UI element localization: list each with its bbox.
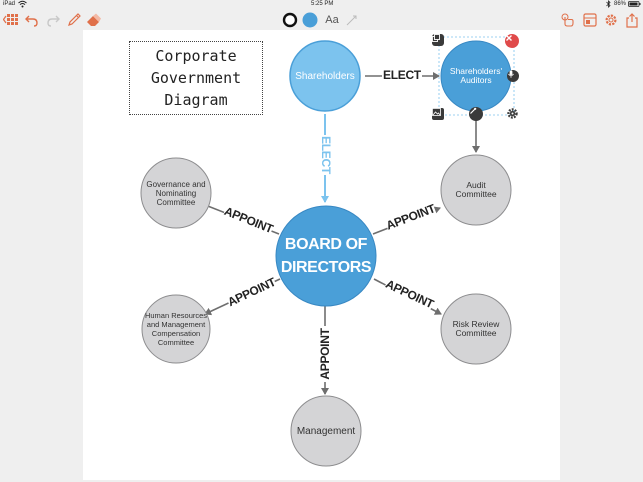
connector-line-icon[interactable] [345, 12, 359, 28]
eraser-icon[interactable] [85, 12, 103, 28]
management-node[interactable]: Management [291, 396, 361, 466]
delete-handle-icon[interactable] [505, 34, 519, 48]
share-icon[interactable] [624, 12, 640, 28]
shareholders-node[interactable]: Shareholders [290, 41, 360, 111]
node-management [290, 395, 362, 467]
connect-pen-handle-icon[interactable] [469, 107, 483, 121]
device-name: iPad [3, 1, 16, 7]
hr-label: Human Resources and Management Compensat… [144, 311, 208, 347]
duplicate-handle-icon[interactable] [432, 34, 444, 46]
toolbar: Aa [0, 10, 643, 30]
battery-icon [628, 1, 641, 9]
audit-node[interactable]: Audit Committee [441, 155, 511, 225]
battery-percent: 86% [614, 1, 627, 7]
node-governance [140, 157, 212, 229]
auditors-node[interactable]: Shareholders' Auditors [441, 41, 511, 111]
governance-node[interactable]: Governance and Nominating Committee [141, 158, 211, 228]
node-board [275, 205, 377, 307]
risk-node[interactable]: Risk Review Committee [441, 294, 511, 364]
node-shareholders [289, 40, 361, 112]
board-label: BOARD OF DIRECTORS [280, 236, 372, 276]
gear-handle-icon[interactable] [506, 107, 520, 121]
diagram-canvas[interactable]: Corporate Government Diagram Shareholder… [83, 30, 560, 480]
diagram-title: Corporate Government Diagram [150, 47, 242, 109]
management-label: Management [296, 425, 356, 437]
image-handle-icon[interactable] [432, 108, 444, 120]
microphone-handle-icon[interactable] [507, 70, 519, 82]
wifi-icon [18, 0, 27, 10]
layout-panel-icon[interactable] [582, 12, 598, 28]
fill-color-swatch[interactable] [302, 12, 318, 28]
appoint-management-label: APPOINT [318, 326, 332, 382]
text-format-button[interactable]: Aa [325, 14, 339, 26]
node-hr [141, 294, 211, 364]
bluetooth-icon [606, 0, 611, 10]
undo-icon[interactable] [24, 12, 40, 28]
clock: 5:25 PM [311, 1, 334, 7]
auditors-label: Shareholders' Auditors [449, 66, 503, 85]
governance-label: Governance and Nominating Committee [146, 179, 206, 207]
node-audit [440, 154, 512, 226]
status-bar: iPad 5:25 PM 86% [0, 0, 643, 10]
grid-menu-icon[interactable] [3, 12, 19, 28]
risk-label: Risk Review Committee [452, 319, 500, 338]
pencil-icon[interactable] [66, 12, 82, 28]
shareholders-label: Shareholders [295, 70, 355, 82]
redo-icon[interactable] [45, 12, 61, 28]
stroke-color-swatch[interactable] [282, 12, 298, 28]
diagram-title-box[interactable]: Corporate Government Diagram [129, 41, 263, 115]
touch-gesture-icon[interactable] [559, 12, 575, 28]
hr-node[interactable]: Human Resources and Management Compensat… [141, 294, 211, 364]
elect-board-label: ELECT [319, 135, 333, 175]
elect-auditors-label: ELECT [382, 68, 422, 82]
node-risk [440, 293, 512, 365]
board-node[interactable]: BOARD OF DIRECTORS [276, 206, 376, 306]
audit-label: Audit Committee [455, 180, 497, 199]
settings-gear-icon[interactable] [603, 12, 619, 28]
